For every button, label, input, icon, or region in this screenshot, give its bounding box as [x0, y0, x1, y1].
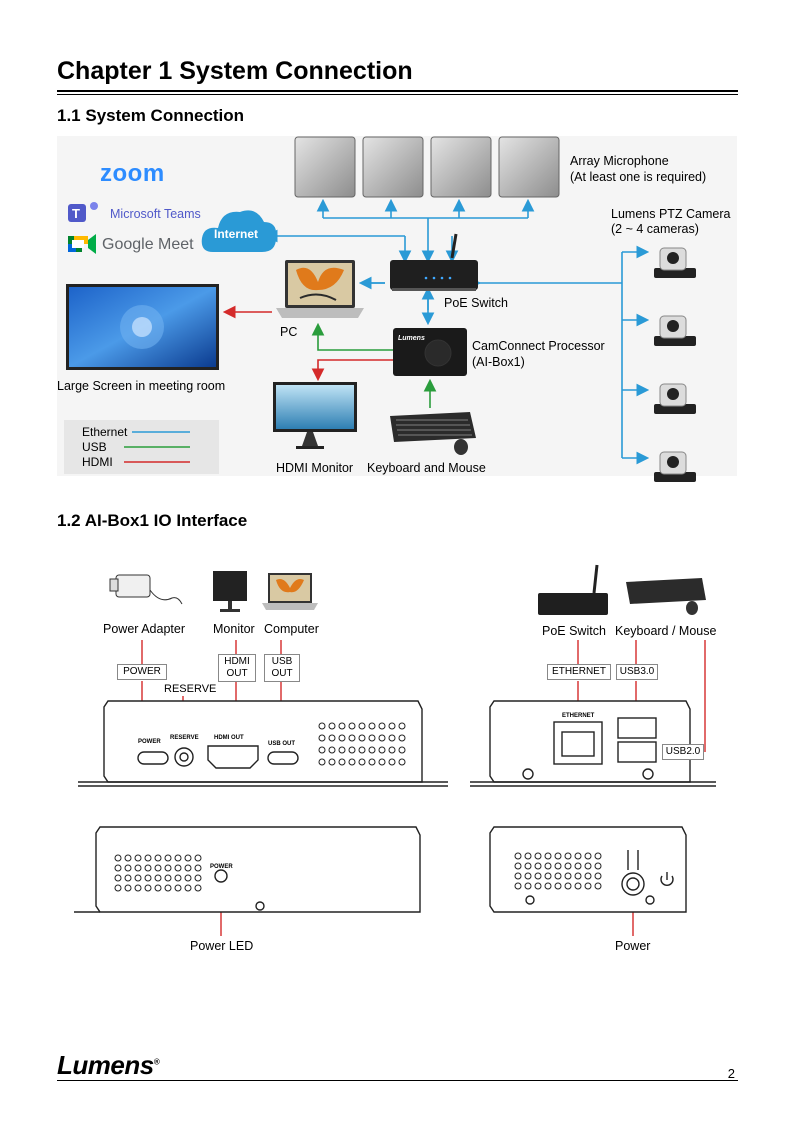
tag-usb-out: USB OUT — [264, 654, 300, 682]
tag-hdmi-out-line2: OUT — [226, 668, 248, 679]
vent-holes-power-side — [514, 852, 602, 890]
hdmi-port — [207, 745, 259, 769]
array-mic-label: Array Microphone — [570, 154, 669, 168]
header-rule-thin — [57, 94, 738, 95]
array-mic-note: (At least one is required) — [570, 170, 707, 184]
pc-label: PC — [280, 325, 298, 339]
array-microphones — [294, 136, 560, 198]
legend-ethernet: Ethernet — [82, 425, 128, 439]
front-panel — [78, 700, 448, 787]
power-led — [214, 869, 228, 883]
power-led-label: Power LED — [190, 939, 254, 953]
legend — [64, 420, 219, 474]
tag-hdmi-out: HDMI OUT — [218, 654, 256, 682]
port-power-led-label: POWER — [210, 864, 233, 870]
internet-label: Internet — [214, 227, 259, 241]
reserve-label: RESERVE — [164, 683, 217, 695]
processor-label: CamConnect Processor — [472, 339, 605, 353]
keyboard-mouse-label: Keyboard and Mouse — [367, 461, 486, 475]
port-power-label: POWER — [138, 739, 161, 745]
poe-switch-image — [390, 233, 478, 291]
computer-label: Computer — [264, 622, 319, 636]
processor-brand: Lumens — [398, 335, 425, 342]
page-number: 2 — [727, 1066, 735, 1081]
ptz-camera-note: (2 ~ 4 cameras) — [611, 222, 699, 236]
lumens-wordmark: Lumens — [57, 1050, 154, 1080]
power-symbol-icon — [660, 875, 674, 886]
ptz-camera-label: Lumens PTZ Camera — [611, 207, 731, 221]
meet-label: Google Meet — [102, 236, 194, 253]
processor-image: Lumens — [393, 328, 467, 376]
monitor-image — [213, 571, 247, 612]
tag-usb20: USB2.0 — [662, 744, 704, 760]
tag-usb-out-line2: OUT — [271, 668, 293, 679]
keyboard-mouse-image — [390, 412, 476, 455]
teams-icon: T — [68, 202, 98, 222]
keyboard-mouse-label-2: Keyboard / Mouse — [615, 624, 717, 638]
power-adapter-label: Power Adapter — [103, 622, 185, 636]
ptz-cameras — [654, 247, 696, 482]
port-hdmi-out-label: HDMI OUT — [214, 735, 244, 741]
port-ethernet-label: ETHERNET — [562, 713, 595, 719]
hdmi-monitor-image — [273, 382, 357, 449]
power-adapter-image — [109, 574, 183, 605]
power-label: Power — [615, 939, 651, 953]
pc-laptop-image — [276, 260, 364, 318]
processor-model: (AI-Box1) — [472, 355, 525, 369]
usb30-port — [617, 717, 657, 739]
usb-out-port — [267, 751, 299, 765]
poe-switch-image-2 — [538, 564, 608, 615]
registered-mark: ® — [153, 1057, 160, 1067]
legend-hdmi: HDMI — [82, 455, 113, 469]
tag-hdmi-out-line1: HDMI — [224, 656, 250, 667]
monitor-label: Monitor — [213, 622, 255, 636]
teams-label: Microsoft Teams — [110, 207, 201, 221]
vent-holes-side — [114, 854, 202, 892]
keyboard-mouse-image-2 — [626, 578, 706, 615]
poe-switch-label-2: PoE Switch — [542, 624, 606, 638]
computer-image — [262, 573, 318, 610]
lumens-logo: Lumens® — [57, 1050, 160, 1081]
section-1-heading: 1.1 System Connection — [57, 106, 245, 125]
zoom-logo: zoom — [100, 160, 165, 187]
footer-rule — [57, 1080, 738, 1081]
header-rule — [57, 90, 738, 92]
port-reserve-label: RESERVE — [170, 735, 199, 741]
section-2-heading: 1.2 AI-Box1 IO Interface — [57, 511, 248, 530]
large-screen-image — [66, 284, 219, 370]
vent-holes-front — [318, 722, 406, 766]
port-usb-out-label: USB OUT — [268, 741, 295, 747]
rear-panel — [470, 700, 716, 787]
chapter-title: Chapter 1 System Connection — [57, 57, 413, 85]
tag-usb30: USB3.0 — [616, 664, 658, 680]
tag-usb-out-line1: USB — [271, 656, 293, 667]
legend-usb: USB — [82, 440, 107, 454]
tag-power: POWER — [117, 664, 167, 680]
internet-cloud — [201, 210, 277, 252]
svg-text:T: T — [72, 206, 80, 221]
usb20-port — [617, 741, 657, 763]
poe-switch-label: PoE Switch — [444, 296, 508, 310]
large-screen-label: Large Screen in meeting room — [57, 379, 226, 393]
tag-ethernet: ETHERNET — [547, 664, 611, 680]
hdmi-monitor-label: HDMI Monitor — [276, 461, 354, 475]
power-port — [137, 751, 169, 765]
google-meet-icon — [68, 234, 96, 254]
